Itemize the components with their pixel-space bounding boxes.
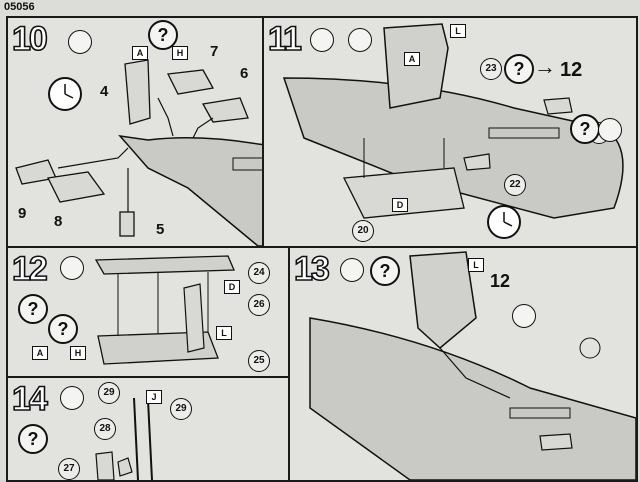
step-number: 13 <box>293 250 330 288</box>
tag-j: J <box>146 390 162 404</box>
arrow-icon: → <box>534 54 556 79</box>
part-26: 26 <box>248 294 270 316</box>
part-25: 25 <box>248 350 270 372</box>
tag-h: H <box>172 46 188 60</box>
part-12: 12 <box>490 271 511 291</box>
part-29: 29 <box>170 398 192 420</box>
part-22: 22 <box>504 174 526 196</box>
tape-icon <box>348 28 372 52</box>
glue-icon <box>60 256 84 280</box>
tape-icon <box>512 304 536 328</box>
step-12-drawing <box>94 255 235 365</box>
question-icon: ? <box>504 54 534 84</box>
question-icon: ? <box>18 424 48 454</box>
step-number: 11 <box>267 20 303 58</box>
part-23: 23 <box>480 58 502 80</box>
tag-l: L <box>468 258 484 272</box>
part-5: 5 <box>156 221 165 238</box>
question-icon: ? <box>570 114 600 144</box>
step-11-drawing <box>282 23 624 239</box>
step-number: 10 <box>11 20 48 58</box>
tag-a: A <box>32 346 48 360</box>
step-11-panel: 11 L A 23 ? → 12 21 ? 22 D 20 <box>262 16 638 248</box>
part-20: 20 <box>352 220 374 242</box>
glue-icon <box>340 258 364 282</box>
part-9: 9 <box>18 205 27 222</box>
glue-icon <box>60 386 84 410</box>
question-icon: ? <box>18 294 48 324</box>
step-number: 12 <box>11 250 48 288</box>
next-step-12: 12 <box>560 59 583 81</box>
glue-icon <box>310 28 334 52</box>
step-10-drawing <box>15 59 309 246</box>
step-14-panel: 14 ? 29 J 29 28 27 <box>6 376 290 482</box>
part-7: 7 <box>210 43 219 60</box>
step-13-panel: 13 ? L 12 <box>288 246 638 482</box>
tag-d: D <box>392 198 408 212</box>
part-8: 8 <box>54 213 63 230</box>
part-6: 6 <box>240 65 249 82</box>
step-number: 14 <box>11 380 48 418</box>
part-24: 24 <box>248 262 270 284</box>
tag-h: H <box>70 346 86 360</box>
tag-d: D <box>224 280 240 294</box>
part-27: 27 <box>58 458 80 480</box>
document-code: 05056 <box>4 1 35 13</box>
step-13-drawing <box>309 251 636 480</box>
question-icon: ? <box>370 256 400 286</box>
no-glue-icon <box>598 118 622 142</box>
part-29: 29 <box>98 382 120 404</box>
part-28: 28 <box>94 418 116 440</box>
question-icon: ? <box>148 20 178 50</box>
tag-a: A <box>404 52 420 66</box>
question-icon: ? <box>48 314 78 344</box>
tag-l: L <box>216 326 232 340</box>
glue-icon <box>68 30 92 54</box>
part-4: 4 <box>100 83 109 100</box>
step-12-panel: 12 ? ? A H 24 D 26 L 25 <box>6 246 290 378</box>
step-14-drawing <box>95 397 153 480</box>
tag-l: L <box>450 24 466 38</box>
tag-a: A <box>132 46 148 60</box>
